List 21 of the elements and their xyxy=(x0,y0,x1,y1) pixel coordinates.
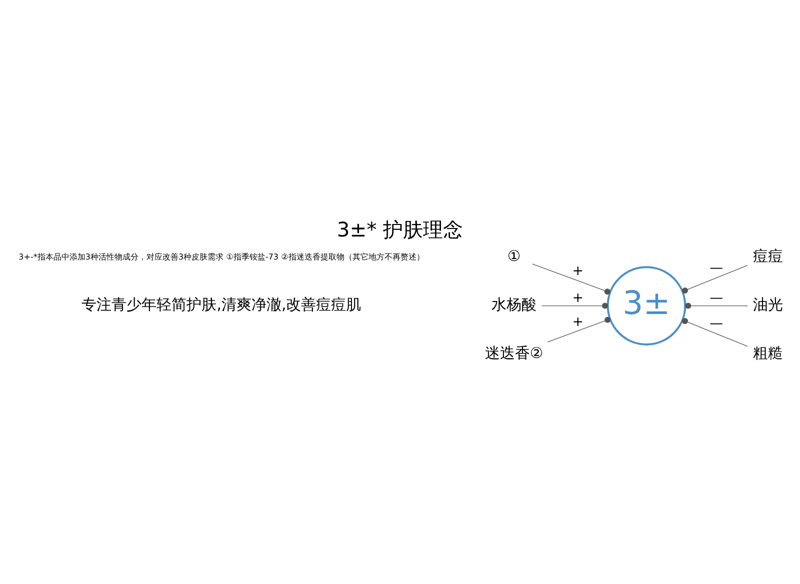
connector xyxy=(685,302,748,309)
edge-label: — xyxy=(710,316,724,332)
label: 专注青少年轻简护肤,清爽净澈,改善痘痘肌 xyxy=(82,296,362,314)
edge-label: — xyxy=(710,290,724,306)
node-text: 水杨酸 xyxy=(491,296,536,314)
connector xyxy=(682,264,748,294)
edge-label: + xyxy=(572,314,584,330)
node-text: 迷迭香② xyxy=(484,344,544,362)
edge-label: + xyxy=(572,290,584,306)
diagram-title: 3±* 护肤理念 xyxy=(336,218,464,242)
node-text: 油光 xyxy=(752,296,783,314)
connector xyxy=(547,316,611,342)
node-text: 痘痘 xyxy=(752,248,783,266)
node-text: ① xyxy=(507,248,521,266)
node-circle: 3± xyxy=(606,266,686,346)
edge-label: — xyxy=(710,261,724,276)
edge-label: + xyxy=(572,264,584,279)
connector xyxy=(532,264,610,295)
node-text: 粗糙 xyxy=(752,344,783,362)
connector xyxy=(542,302,608,309)
connector xyxy=(682,318,748,347)
